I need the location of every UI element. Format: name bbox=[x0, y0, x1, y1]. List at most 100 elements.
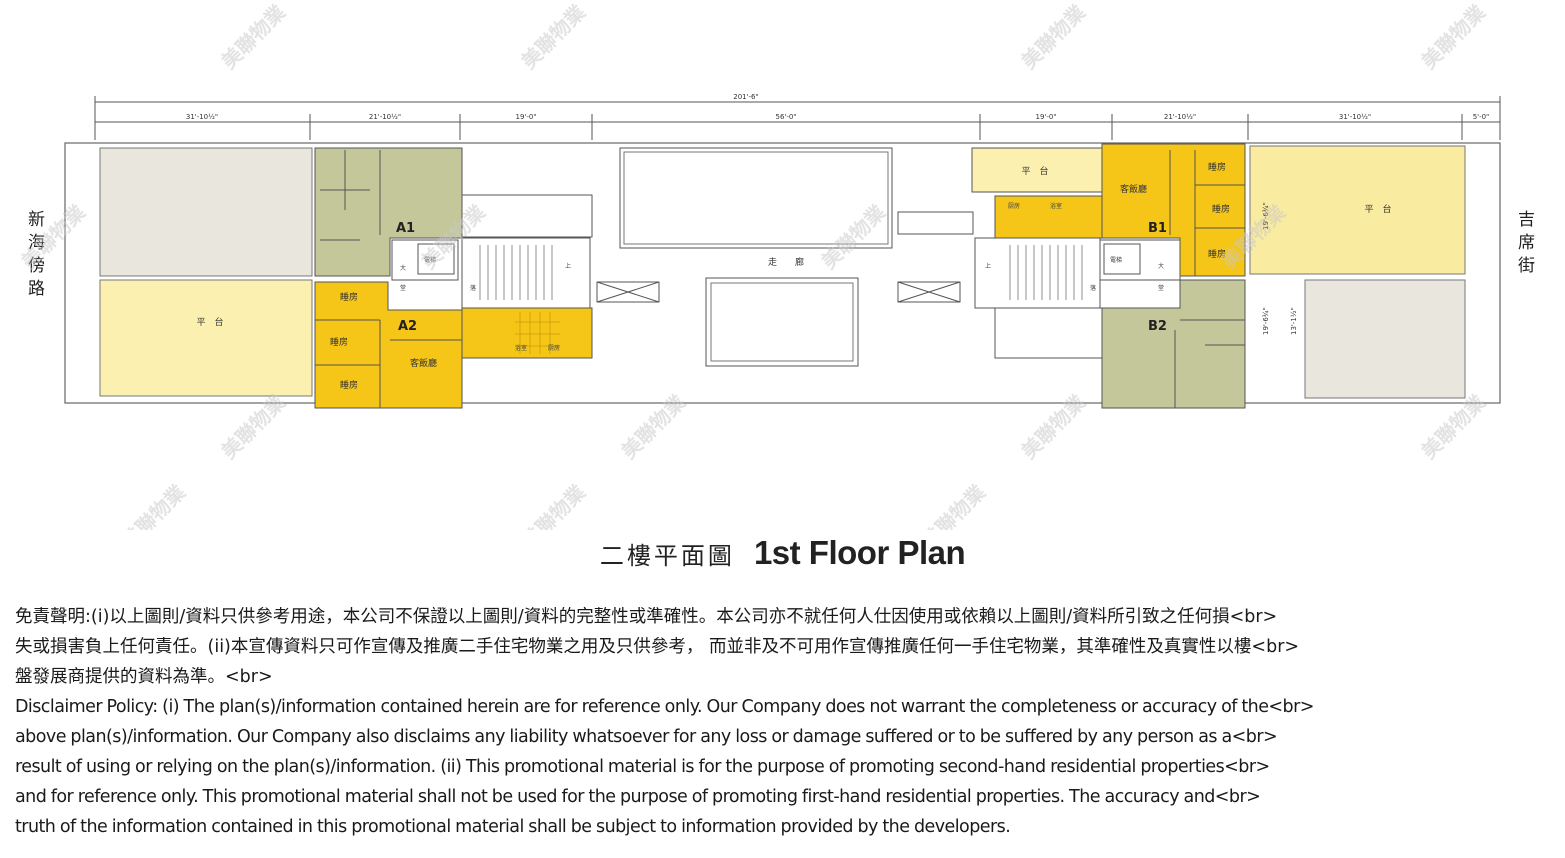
corridor-label: 走 廊 bbox=[768, 256, 804, 268]
unit-a1-area bbox=[314, 147, 463, 277]
b1-terrace-label: 平 台 bbox=[1021, 165, 1048, 177]
b1-bedroom-2-label: 睡房 bbox=[1212, 203, 1230, 215]
right-terrace-label: 平 台 bbox=[1364, 203, 1391, 215]
plan-title: 二樓平面圖 1st Floor Plan bbox=[0, 534, 1565, 572]
road-right-char-1: 吉 bbox=[1518, 210, 1535, 230]
road-left-char-1: 新 bbox=[28, 210, 45, 230]
dim-seg-4: 56'-0" bbox=[775, 113, 796, 121]
watermark-2: 美聯物業 bbox=[517, 0, 591, 74]
dim-seg-3: 19'-0" bbox=[515, 113, 536, 121]
a-lift-label: 電梯 bbox=[424, 256, 436, 264]
disclaimer: 免責聲明:(i)以上圖則/資料只供參考用途，本公司不保證以上圖則/資料的完整性或… bbox=[15, 602, 1563, 842]
watermark-4: 美聯物業 bbox=[1417, 0, 1491, 74]
road-left-char-3: 傍 bbox=[28, 256, 45, 276]
unit-b2-walls bbox=[1174, 319, 1245, 408]
b1-living-label: 客飯廳 bbox=[1120, 183, 1147, 195]
dim-seg-6: 21'-10½" bbox=[1164, 113, 1196, 121]
b-lift-label: 電梯 bbox=[1110, 256, 1122, 264]
b1-kitchen-label: 厨房 bbox=[1008, 202, 1020, 210]
b-stair-down: 落 bbox=[1090, 284, 1096, 292]
a2-kitchen-area bbox=[461, 307, 593, 359]
b1-bath-label: 浴室 bbox=[1050, 202, 1062, 210]
road-right-char-3: 街 bbox=[1518, 256, 1535, 276]
disclaimer-en-line-5: truth of the information contained in th… bbox=[15, 817, 1011, 837]
unit-a1-label: A1 bbox=[396, 221, 415, 236]
a-stair-down: 落 bbox=[470, 284, 476, 292]
a2-bedroom-1-label: 睡房 bbox=[340, 291, 358, 303]
watermark-1: 美聯物業 bbox=[217, 0, 291, 74]
a2-bath-label: 浴室 bbox=[515, 344, 527, 352]
watermark-13: 美聯物業 bbox=[117, 479, 191, 530]
a2-bedroom-3-label: 睡房 bbox=[340, 379, 358, 391]
dim-seg-8: 5'-0" bbox=[1473, 113, 1490, 121]
b-lobby-label-2: 堂 bbox=[1158, 284, 1164, 292]
b1-bedroom-1-label: 睡房 bbox=[1208, 161, 1226, 173]
a-stair-up: 上 bbox=[565, 262, 571, 270]
disclaimer-zh-line-2: 失或損害負上任何責任。(ii)本宣傳資料只可作宣傳及推廣二手住宅物業之用及只供參… bbox=[15, 637, 1300, 657]
unit-b2-label: B2 bbox=[1148, 319, 1167, 334]
unit-b1-label: B1 bbox=[1148, 221, 1167, 236]
center-planter bbox=[897, 211, 974, 235]
building-outline bbox=[64, 142, 1501, 404]
road-right-char-2: 席 bbox=[1518, 233, 1535, 253]
b2-bath-area bbox=[994, 307, 1103, 359]
dimension-lines bbox=[94, 96, 1501, 140]
b-stair-up: 上 bbox=[985, 262, 991, 270]
floor-plan-diagram: 201'-6" 31'-10½" 21'-10½" 19'-0" 56'-0" … bbox=[17, 0, 1535, 530]
dim-seg-1: 31'-10½" bbox=[186, 113, 218, 121]
watermark-3: 美聯物業 bbox=[1017, 0, 1091, 74]
dim-side-3: 13'-1½" bbox=[1290, 307, 1298, 335]
right-terrace-upper bbox=[1249, 145, 1466, 275]
disclaimer-zh-line-1: 免責聲明:(i)以上圖則/資料只供參考用途，本公司不保證以上圖則/資料的完整性或… bbox=[15, 607, 1278, 627]
left-terrace-label: 平 台 bbox=[196, 316, 223, 328]
left-terrace-upper bbox=[99, 147, 313, 277]
disclaimer-zh-line-3: 盤發展商提供的資料為準。<br> bbox=[15, 667, 273, 687]
dim-seg-5: 19'-0" bbox=[1035, 113, 1056, 121]
center-well-lower bbox=[705, 277, 859, 367]
watermark-12: 美聯物業 bbox=[1417, 389, 1491, 463]
disclaimer-en-line-1: Disclaimer Policy: (i) The plan(s)/infor… bbox=[15, 697, 1314, 717]
unit-a2-label: A2 bbox=[398, 319, 417, 334]
disclaimer-en-line-3: result of using or relying on the plan(s… bbox=[15, 757, 1270, 777]
a2-living-label: 客飯廳 bbox=[410, 357, 437, 369]
a-lobby-label: 大 bbox=[400, 264, 406, 272]
center-well-lower-inner bbox=[710, 282, 854, 362]
a-stair-area bbox=[461, 237, 591, 309]
a2-kitchen-label: 厨房 bbox=[548, 344, 560, 352]
a-lobby-label-2: 堂 bbox=[400, 284, 406, 292]
watermark-9: 美聯物業 bbox=[217, 389, 291, 463]
b1-bedroom-3-label: 睡房 bbox=[1208, 248, 1226, 260]
road-left-char-2: 海 bbox=[28, 233, 45, 253]
watermark-10: 美聯物業 bbox=[617, 389, 691, 463]
b1-kitchen-area bbox=[994, 195, 1103, 239]
dim-overall: 201'-6" bbox=[733, 93, 758, 101]
disclaimer-en-line-2: above plan(s)/information. Our Company a… bbox=[15, 727, 1278, 747]
b-lobby-label: 大 bbox=[1158, 262, 1164, 270]
a-lift-car bbox=[417, 243, 455, 275]
dim-seg-7: 31'-10½" bbox=[1339, 113, 1371, 121]
plan-title-zh: 二樓平面圖 bbox=[599, 542, 735, 570]
unit-b2-area bbox=[1101, 279, 1246, 409]
dim-seg-2: 21'-10½" bbox=[369, 113, 401, 121]
a-lift bbox=[391, 239, 459, 281]
disclaimer-en-line-4: and for reference only. This promotional… bbox=[15, 787, 1261, 807]
dim-side-1: 19'-6¾" bbox=[1262, 202, 1270, 230]
unit-a2-walls bbox=[315, 319, 462, 408]
b-lift-car bbox=[1103, 243, 1141, 275]
a-stair-treads bbox=[479, 245, 553, 300]
center-well-upper bbox=[619, 147, 893, 249]
right-terrace-lower bbox=[1304, 279, 1466, 399]
watermark-14: 美聯物業 bbox=[517, 479, 591, 530]
dim-side-2: 19'-6¾" bbox=[1262, 307, 1270, 335]
center-well-upper-inner bbox=[623, 151, 889, 245]
unit-a1-walls bbox=[320, 150, 381, 241]
left-terrace-lower bbox=[99, 279, 313, 397]
a2-bedroom-2-label: 睡房 bbox=[330, 336, 348, 348]
b-stair-treads bbox=[1009, 245, 1083, 300]
b1-terrace bbox=[971, 147, 1103, 193]
b-stair-area bbox=[974, 237, 1101, 309]
road-left-char-4: 路 bbox=[28, 279, 45, 299]
corridor bbox=[592, 252, 980, 280]
watermark-15: 美聯物業 bbox=[917, 479, 991, 530]
unit-b1-walls bbox=[1169, 150, 1245, 276]
